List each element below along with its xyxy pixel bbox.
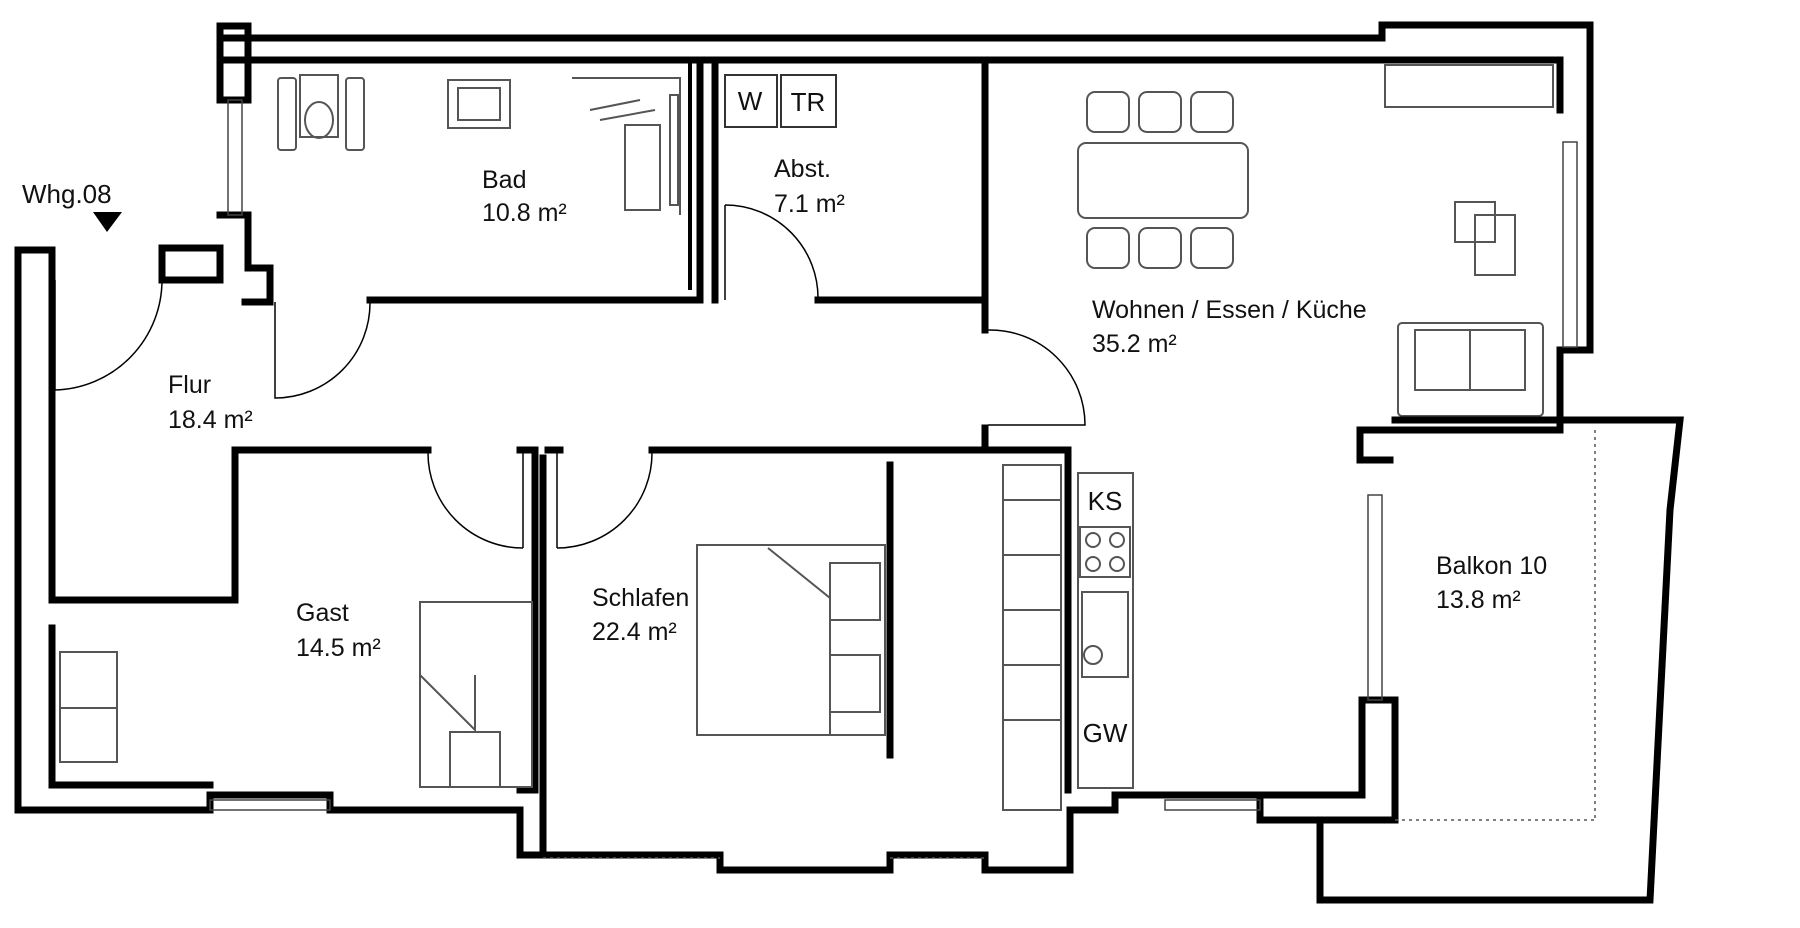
dishwasher-label: GW bbox=[1083, 718, 1128, 748]
washer-label: W bbox=[738, 86, 763, 116]
entrance-arrow-icon bbox=[93, 212, 122, 232]
room-area-gast: 14.5 m² bbox=[296, 634, 381, 662]
apartment-marker: Whg.08 bbox=[22, 179, 122, 232]
room-area-bad: 10.8 m² bbox=[482, 199, 567, 227]
room-name-balkon: Balkon 10 bbox=[1436, 552, 1547, 580]
bedroom-furniture bbox=[696, 544, 886, 736]
bathroom-fixtures bbox=[277, 74, 681, 215]
room-name-flur: Flur bbox=[168, 371, 211, 399]
room-name-abst: Abst. bbox=[774, 155, 831, 183]
kitchen-counter: KS GW bbox=[1002, 464, 1134, 811]
guest-furniture bbox=[59, 601, 533, 788]
room-name-gast: Gast bbox=[296, 599, 349, 627]
room-area-abst: 7.1 m² bbox=[774, 190, 845, 218]
interior-walls bbox=[231, 56, 1072, 859]
fridge-label: KS bbox=[1088, 486, 1123, 516]
laundry-appliances: W TR bbox=[724, 74, 837, 128]
exterior-walls bbox=[14, 21, 1594, 874]
room-area-balkon: 13.8 m² bbox=[1436, 586, 1521, 614]
doors bbox=[54, 204, 1086, 549]
living-furniture bbox=[1384, 64, 1554, 417]
room-name-schlafen: Schlafen bbox=[592, 584, 689, 612]
dining-set bbox=[1077, 91, 1249, 269]
room-area-wohnen: 35.2 m² bbox=[1092, 330, 1177, 358]
room-area-schlafen: 22.4 m² bbox=[592, 618, 677, 646]
apartment-label: Whg.08 bbox=[22, 179, 112, 209]
room-area-flur: 18.4 m² bbox=[168, 406, 253, 434]
room-labels: Bad 10.8 m² Abst. 7.1 m² Wohnen / Essen … bbox=[168, 155, 1547, 662]
room-name-wohnen: Wohnen / Essen / Küche bbox=[1092, 296, 1367, 324]
balcony bbox=[1316, 416, 1684, 904]
room-name-bad: Bad bbox=[482, 166, 526, 194]
windows bbox=[209, 99, 1578, 859]
dryer-label: TR bbox=[791, 87, 826, 117]
